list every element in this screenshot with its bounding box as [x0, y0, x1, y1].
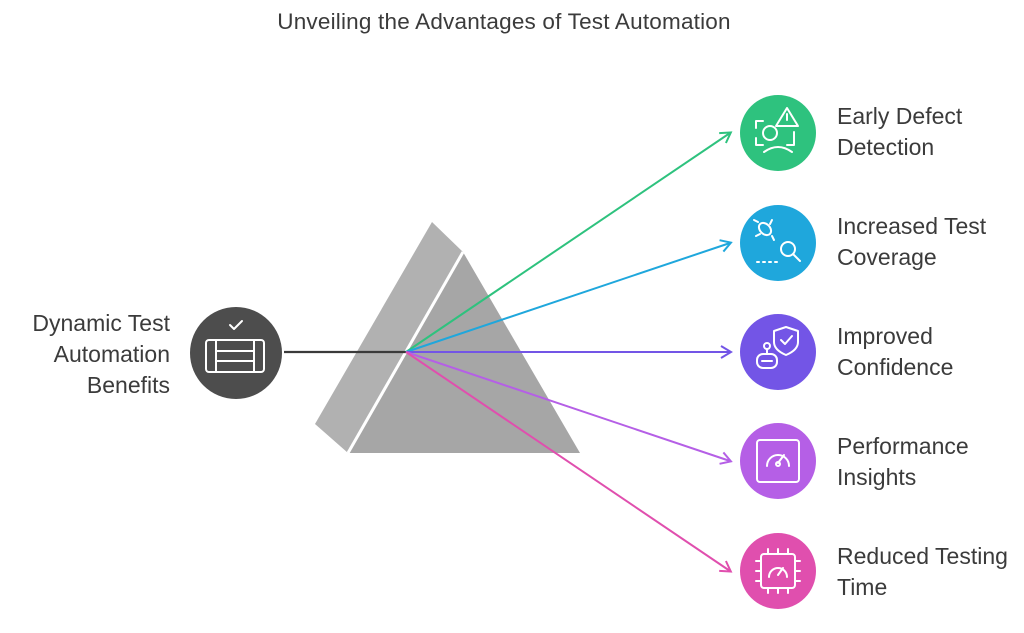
- label-performance-line-2: Insights: [837, 464, 917, 490]
- source-node: [190, 307, 282, 399]
- label-early-defect-line-2: Detection: [837, 134, 935, 160]
- label-test-coverage-line-2: Coverage: [837, 244, 937, 270]
- label-confidence-line-2: Confidence: [837, 354, 954, 380]
- label-testing-time-line-2: Time: [837, 574, 888, 600]
- ray-test-coverage: [405, 239, 733, 353]
- label-testing-time: Reduced Testing Time: [837, 541, 1008, 603]
- label-confidence-line-1: Improved: [837, 323, 933, 349]
- source-label: Dynamic Test Automation Benefits: [32, 308, 170, 401]
- node-test-coverage: [740, 205, 816, 281]
- label-confidence: Improved Confidence: [837, 321, 953, 383]
- source-label-line-1: Dynamic Test: [32, 310, 170, 336]
- label-test-coverage: Increased Test Coverage: [837, 211, 986, 273]
- node-performance: [740, 423, 816, 499]
- source-label-line-3: Benefits: [86, 372, 170, 398]
- defect-detection-icon: [755, 107, 799, 153]
- ray-testing-time: [405, 351, 733, 573]
- label-testing-time-line-1: Reduced Testing: [837, 543, 1008, 569]
- bug-search-icon: [753, 219, 801, 263]
- label-test-coverage-line-1: Increased Test: [837, 213, 987, 239]
- label-performance-line-1: Performance: [837, 433, 969, 459]
- gauge-icon: [756, 439, 800, 483]
- checklist-icon: [205, 320, 265, 373]
- node-testing-time: [740, 533, 816, 609]
- node-confidence: [740, 314, 816, 390]
- node-early-defect: [740, 95, 816, 171]
- chip-gauge-icon: [755, 548, 801, 594]
- ray-performance: [405, 351, 733, 465]
- ray-early-defect: [405, 131, 733, 353]
- label-early-defect: Early Defect Detection: [837, 101, 962, 163]
- robot-shield-icon: [756, 326, 799, 369]
- diagram-title: Unveiling the Advantages of Test Automat…: [277, 9, 731, 34]
- source-label-line-2: Automation: [53, 341, 170, 367]
- label-early-defect-line-1: Early Defect: [837, 103, 963, 129]
- label-performance: Performance Insights: [837, 431, 969, 493]
